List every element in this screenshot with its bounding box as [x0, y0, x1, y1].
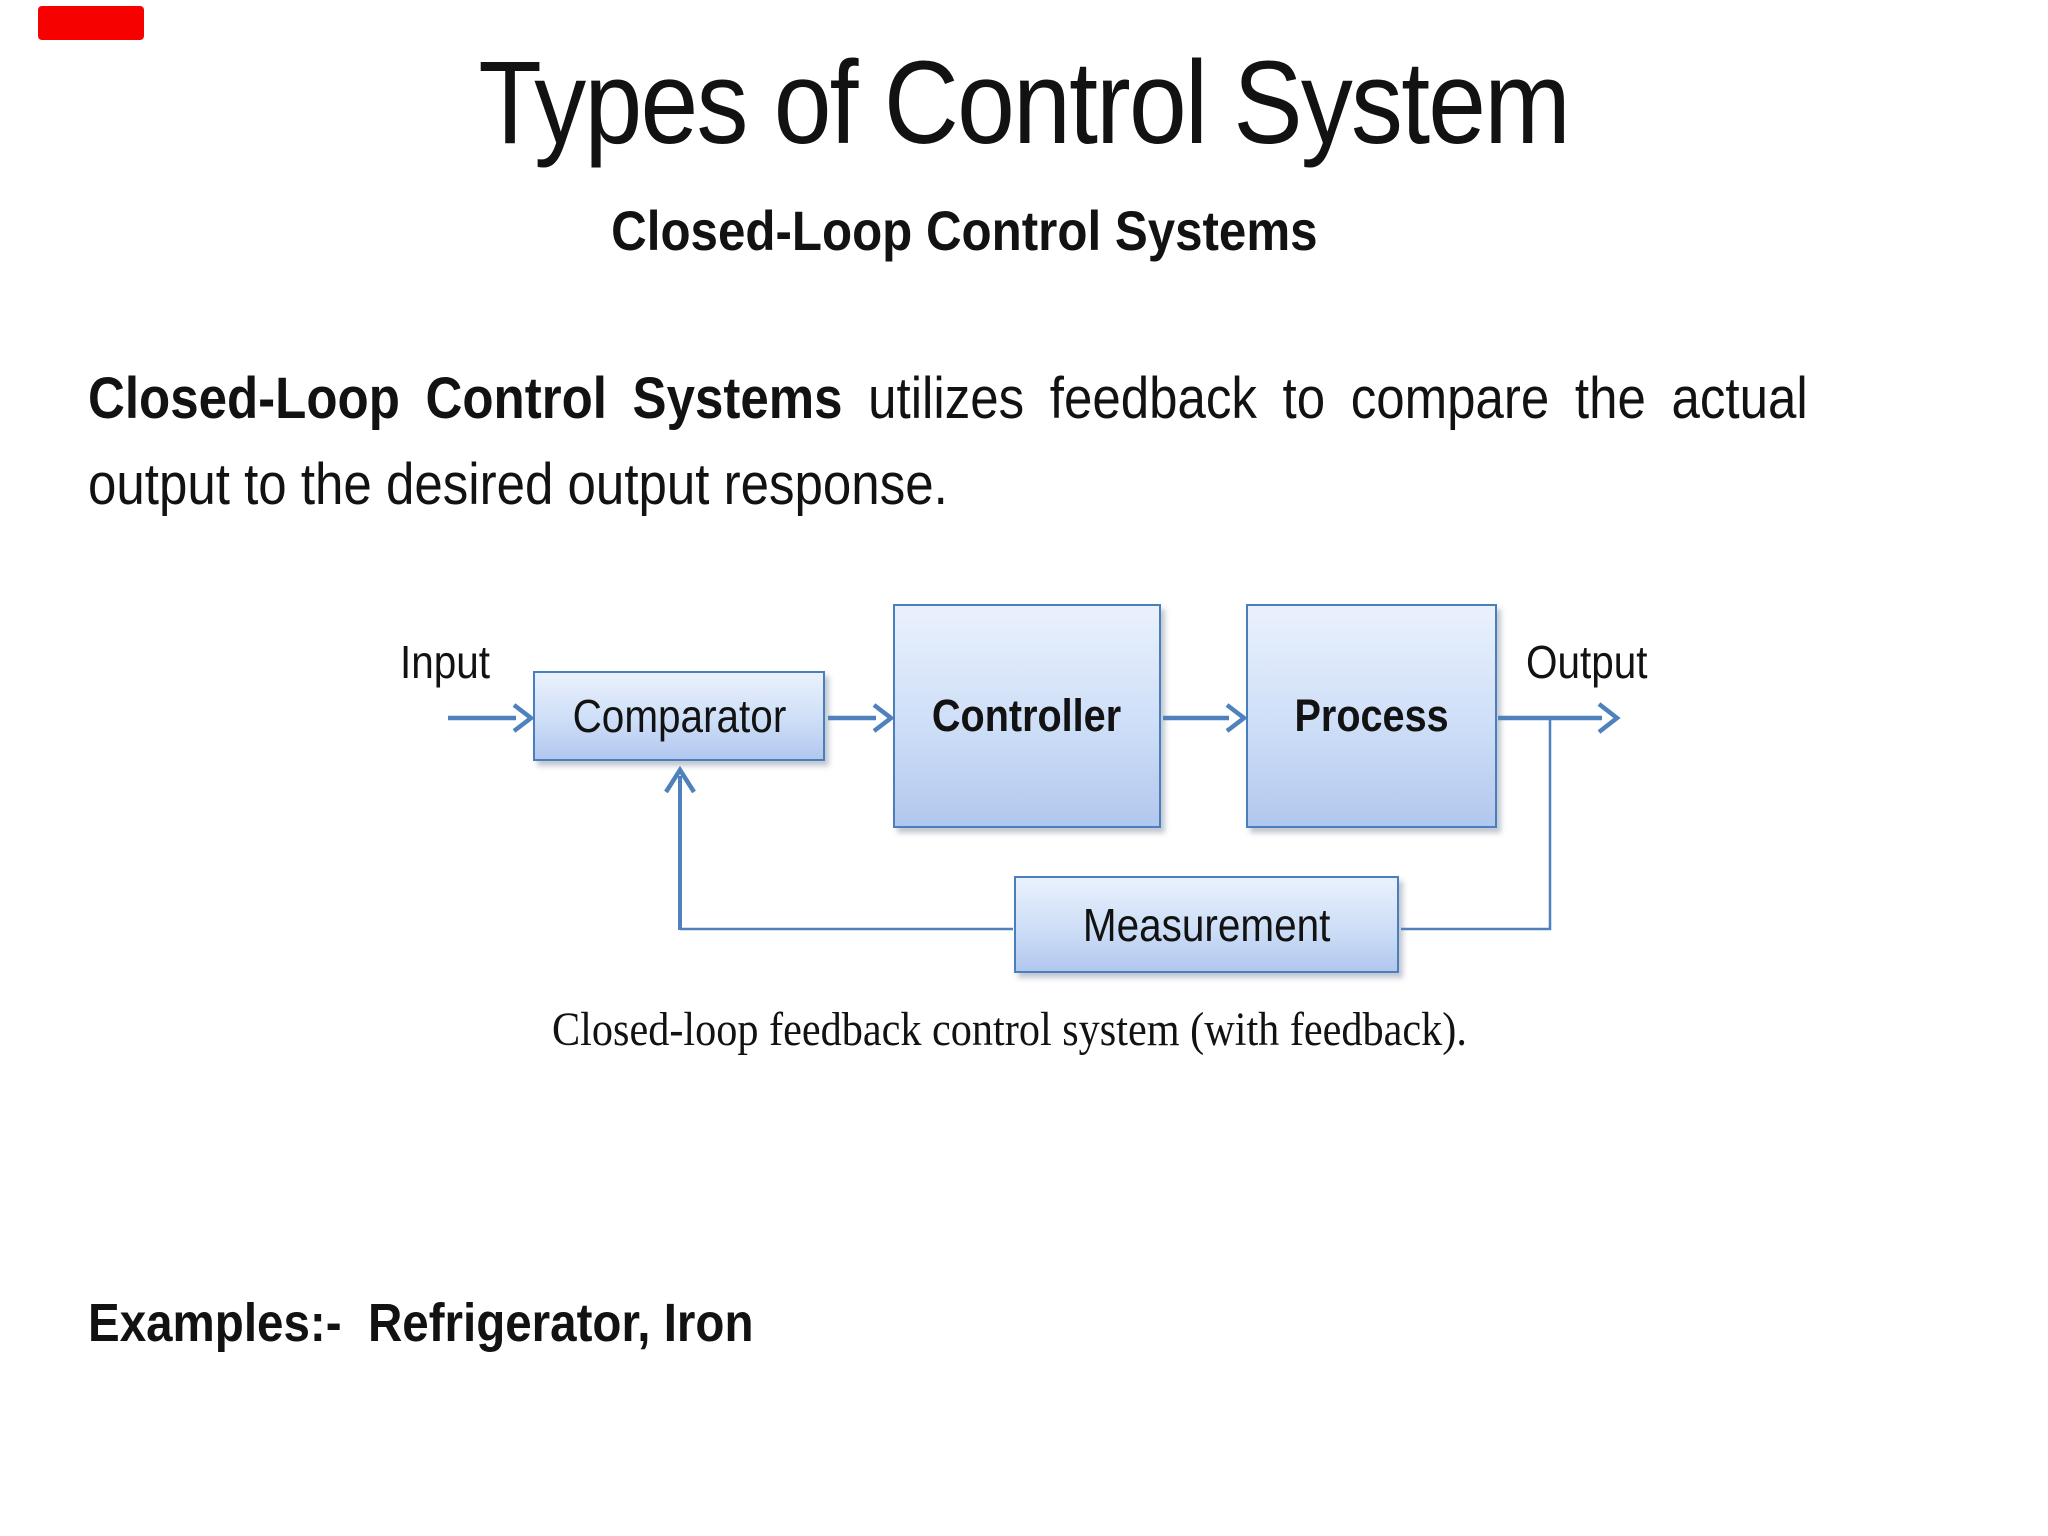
input-label: Input [400, 636, 491, 688]
body-paragraph: Closed-Loop Control Systems utilizes fee… [88, 356, 1808, 528]
page-title-text: Types of Control System [478, 37, 1571, 169]
measurement-block: Measurement [1014, 876, 1399, 973]
body-line1: Closed-Loop Control Systems utilizes fee… [88, 366, 1808, 431]
controller-to-process-arrowhead-icon [1225, 703, 1248, 733]
output-label: Output [1526, 636, 1648, 688]
comparator-to-controller-arrowhead-icon [872, 703, 895, 733]
body-line2: output to the desired output response. [88, 452, 948, 517]
controller-block: Controller [893, 604, 1161, 828]
feedback-arrowhead-icon [664, 765, 696, 794]
examples-line: Examples:- Refrigerator, Iron [88, 1293, 754, 1353]
output-arrowhead-icon [1597, 702, 1621, 734]
subtitle-text: Closed-Loop Control Systems [610, 199, 1318, 262]
page-title: Types of Control System [0, 28, 2048, 178]
feedback-line-right [1401, 720, 1552, 931]
input-arrowhead-icon [512, 703, 535, 733]
body-bold-phrase: Closed-Loop Control Systems [88, 366, 843, 431]
recording-marker [38, 6, 144, 40]
subtitle: Closed-Loop Control Systems [0, 196, 2048, 266]
comparator-block: Comparator [533, 671, 825, 761]
process-block: Process [1246, 604, 1497, 828]
diagram-caption: Closed-loop feedback control system (wit… [552, 1003, 1467, 1056]
body-line1-rest: utilizes feedback to compare the actual [842, 366, 1808, 431]
